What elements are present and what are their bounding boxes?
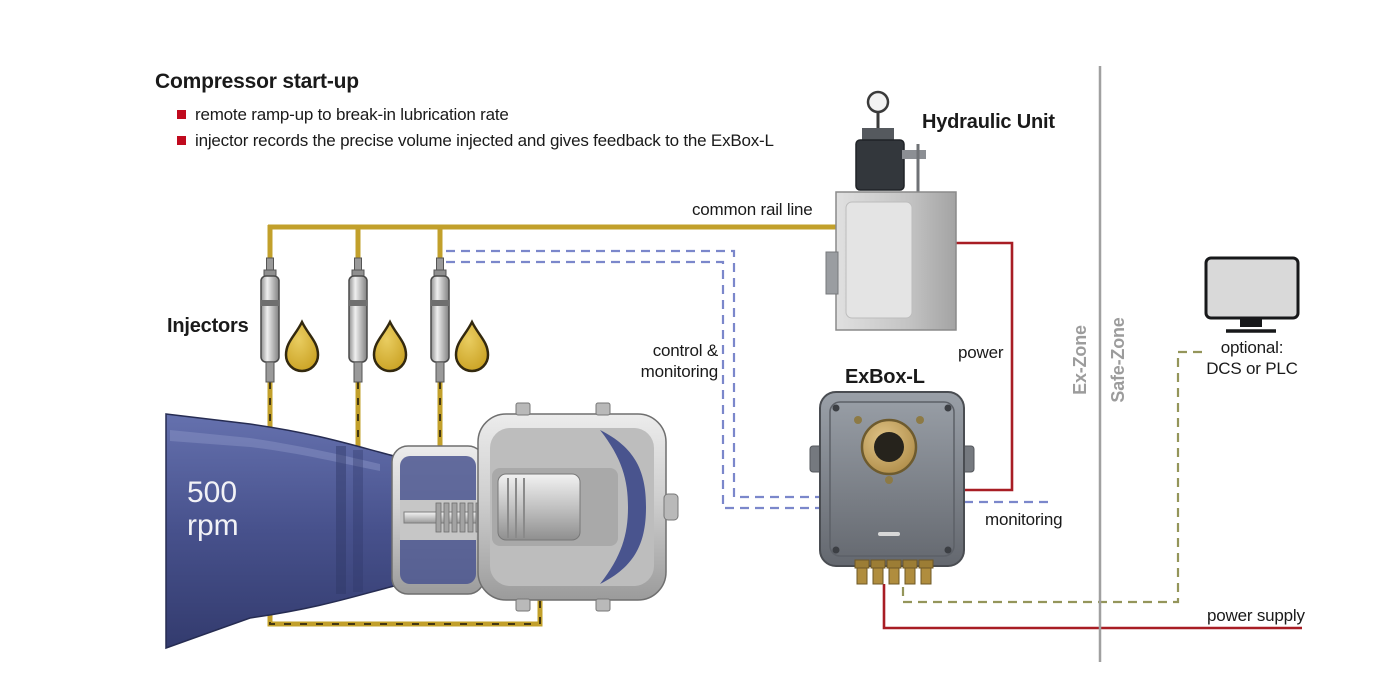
- bullet-text: injector records the precise volume inje…: [195, 131, 774, 150]
- hydraulic-unit-illustration: [825, 90, 957, 331]
- power-supply-label: power supply: [1207, 606, 1305, 625]
- oil-drop-2: [372, 319, 408, 373]
- injector-3: [430, 257, 450, 383]
- power-line: [952, 241, 1014, 492]
- power-supply-line: [882, 584, 1302, 630]
- bullet-square-icon: [177, 136, 186, 145]
- oil-drop-1: [284, 319, 320, 373]
- bullet-square-icon: [177, 110, 186, 119]
- hydraulic-unit-label: Hydraulic Unit: [922, 111, 1055, 133]
- exbox-cable-glands: [854, 559, 934, 585]
- bullet-list: remote ramp-up to break-in lubrication r…: [177, 105, 774, 157]
- optional-dcs-label: optional: DCS or PLC: [1206, 338, 1298, 378]
- exbox-label: ExBox-L: [845, 366, 925, 388]
- exbox-illustration: [809, 391, 975, 585]
- bullet-item: remote ramp-up to break-in lubrication r…: [177, 105, 774, 124]
- monitoring-label: monitoring: [985, 510, 1063, 529]
- dcs-monitor-icon: [1204, 256, 1300, 333]
- injector-1: [260, 257, 280, 383]
- compressor-illustration: [165, 402, 679, 650]
- control-monitoring-label: control & monitoring: [640, 341, 719, 381]
- optional-dcs-line: [901, 350, 1202, 604]
- power-label: power: [958, 343, 1004, 362]
- injectors-label: Injectors: [167, 315, 249, 337]
- control-monitoring-line: [446, 249, 820, 510]
- common-rail-label: common rail line: [692, 200, 813, 219]
- exbox-logo-mark: [878, 532, 900, 536]
- bullet-text: remote ramp-up to break-in lubrication r…: [195, 105, 509, 124]
- oil-drop-3: [454, 319, 490, 373]
- ex-zone-label: Ex-Zone: [1070, 325, 1090, 395]
- page-title: Compressor start-up: [155, 70, 359, 93]
- safe-zone-label: Safe-Zone: [1108, 317, 1128, 403]
- injector-2: [348, 257, 368, 383]
- bullet-item: injector records the precise volume inje…: [177, 131, 774, 150]
- rpm-label: 500 rpm: [187, 476, 239, 542]
- common-rail-line: [267, 224, 836, 264]
